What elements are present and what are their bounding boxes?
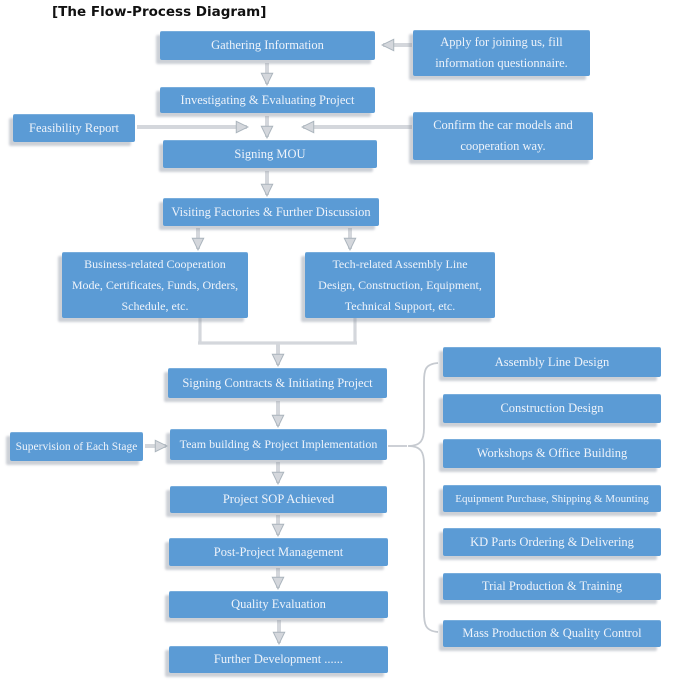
- flow-step-gathering-information: Gathering Information: [160, 31, 375, 60]
- impl-equipment-purchase-shipping: Equipment Purchase, Shipping & Mounting: [443, 485, 661, 512]
- flow-branch-business-cooperation: Business-related Cooperation Mode, Certi…: [62, 252, 248, 318]
- implementation-brace: [407, 362, 439, 633]
- impl-assembly-line-design: Assembly Line Design: [443, 347, 661, 377]
- flow-branch-tech-assembly: Tech-related Assembly Line Design, Const…: [305, 252, 495, 318]
- flow-step-post-project: Post-Project Management: [169, 538, 388, 566]
- flow-step-signing-contracts: Signing Contracts & Initiating Project: [168, 368, 387, 398]
- page-title: [The Flow-Process Diagram]: [52, 4, 267, 20]
- flow-step-visiting-factories: Visiting Factories & Further Discussion: [163, 198, 379, 226]
- flow-step-investigating-evaluating: Investigating & Evaluating Project: [160, 87, 375, 113]
- flow-step-quality-evaluation: Quality Evaluation: [169, 591, 388, 618]
- impl-kd-parts-ordering: KD Parts Ordering & Delivering: [443, 528, 661, 556]
- callout-confirm-car-models: Confirm the car models and cooperation w…: [413, 112, 593, 160]
- impl-mass-production-quality: Mass Production & Quality Control: [443, 620, 661, 647]
- flow-step-project-sop: Project SOP Achieved: [170, 486, 387, 513]
- callout-apply-questionnaire: Apply for joining us, fill information q…: [413, 30, 590, 76]
- merge-connector: [198, 318, 357, 345]
- callout-supervision-stage: Supervision of Each Stage: [10, 432, 143, 461]
- flow-step-signing-mou: Signing MOU: [163, 140, 377, 168]
- flow-step-team-building: Team building & Project Implementation: [170, 429, 387, 460]
- impl-construction-design: Construction Design: [443, 394, 661, 423]
- flow-step-further-development: Further Development ......: [169, 646, 388, 673]
- callout-feasibility-report: Feasibility Report: [13, 114, 135, 142]
- impl-trial-production-training: Trial Production & Training: [443, 573, 661, 600]
- impl-workshops-office-building: Workshops & Office Building: [443, 439, 661, 468]
